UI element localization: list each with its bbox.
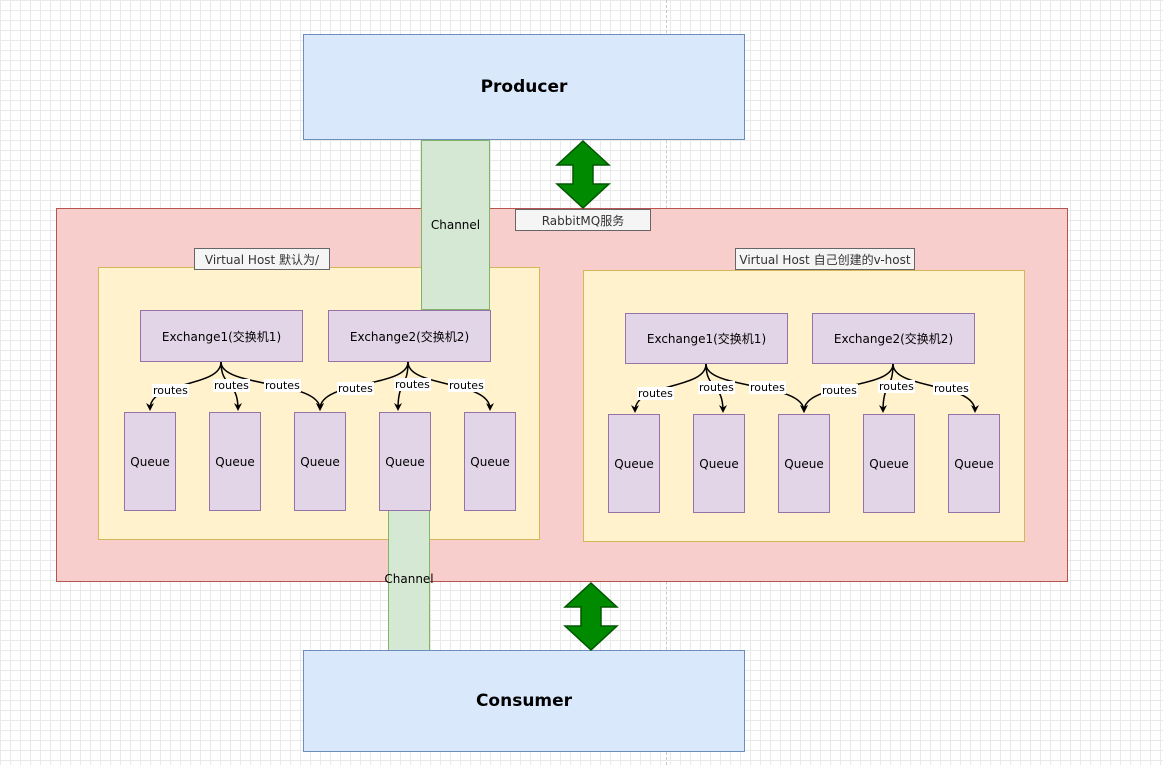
double-arrow-bottom <box>563 581 619 652</box>
routes-label: routes <box>821 384 858 397</box>
queue-right-1[interactable]: Queue <box>608 414 660 513</box>
vhost-right-label: Virtual Host 自己创建的v-host <box>735 248 915 270</box>
queue-left-4[interactable]: Queue <box>379 412 431 511</box>
producer-label: Producer <box>480 77 568 97</box>
queue-left-1[interactable]: Queue <box>124 412 176 511</box>
routes-label: routes <box>152 384 189 397</box>
queue-left-2[interactable]: Queue <box>209 412 261 511</box>
routes-label: routes <box>878 380 915 393</box>
routes-label: routes <box>698 381 735 394</box>
queue-left-5[interactable]: Queue <box>464 412 516 511</box>
exchange2-right[interactable]: Exchange2(交换机2) <box>812 313 975 364</box>
producer-channel[interactable]: Channel <box>421 140 490 310</box>
routes-label: routes <box>448 379 485 392</box>
routes-label: routes <box>213 379 250 392</box>
queue-left-3[interactable]: Queue <box>294 412 346 511</box>
exchange2-left[interactable]: Exchange2(交换机2) <box>328 310 491 362</box>
double-arrow-top <box>555 139 611 210</box>
exchange1-right[interactable]: Exchange1(交换机1) <box>625 313 788 364</box>
routes-label: routes <box>264 379 301 392</box>
routes-label: routes <box>337 382 374 395</box>
vhost-left-label: Virtual Host 默认为/ <box>194 248 330 270</box>
consumer-label: Consumer <box>475 691 573 711</box>
routes-label: routes <box>749 381 786 394</box>
routes-label: routes <box>637 387 674 400</box>
consumer-box[interactable]: Consumer <box>303 650 745 752</box>
routes-label: routes <box>933 382 970 395</box>
queue-right-4[interactable]: Queue <box>863 414 915 513</box>
exchange1-left[interactable]: Exchange1(交换机1) <box>140 310 303 362</box>
routes-label: routes <box>394 378 431 391</box>
queue-right-3[interactable]: Queue <box>778 414 830 513</box>
rabbitmq-service-label: RabbitMQ服务 <box>515 209 651 231</box>
producer-box[interactable]: Producer <box>303 34 745 140</box>
queue-right-2[interactable]: Queue <box>693 414 745 513</box>
queue-right-5[interactable]: Queue <box>948 414 1000 513</box>
route-arrow <box>631 363 707 413</box>
